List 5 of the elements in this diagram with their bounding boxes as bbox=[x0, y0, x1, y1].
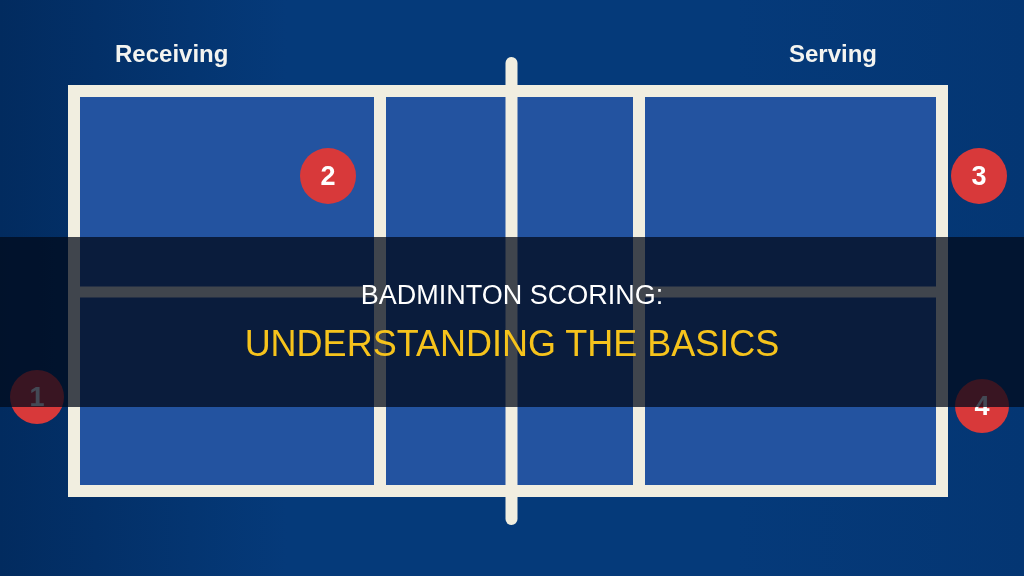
numbered-circle: 3 bbox=[951, 148, 1007, 204]
side-label: Serving bbox=[789, 40, 878, 68]
side-label: Receiving bbox=[115, 40, 229, 68]
subtitle: UNDERSTANDING THE BASICS bbox=[244, 323, 780, 365]
title: BADMINTON SCORING: bbox=[360, 279, 664, 311]
